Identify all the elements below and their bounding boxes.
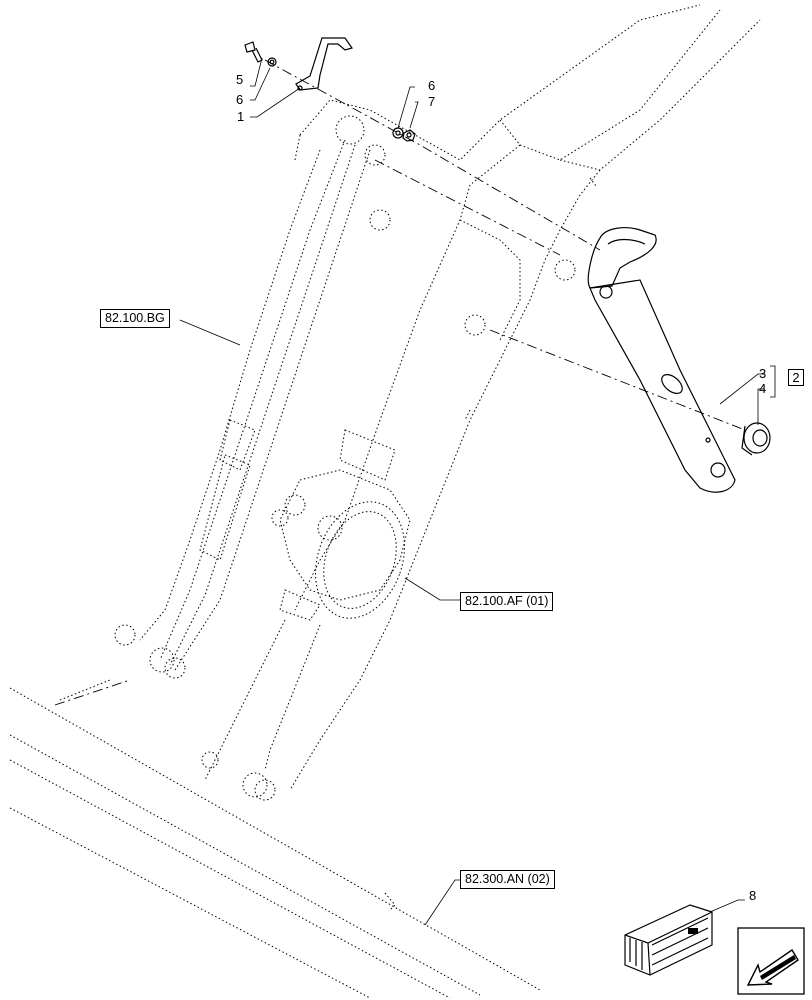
callout-4: 4 — [759, 381, 766, 396]
bolt-part — [244, 41, 263, 63]
reference-link-arm[interactable]: 82.100.BG — [100, 309, 170, 328]
previous-page-arrow-icon[interactable] — [737, 927, 805, 995]
callout-5: 5 — [236, 72, 243, 87]
plate-part — [295, 37, 353, 91]
callout-1: 1 — [237, 109, 244, 124]
frame-beam — [9, 679, 541, 999]
loader-boom — [201, 4, 761, 801]
callout-8: 8 — [749, 888, 756, 903]
washer-part-2 — [392, 127, 404, 139]
callout-6-right: 6 — [428, 78, 435, 93]
callout-6-left: 6 — [236, 92, 243, 107]
callout-3: 3 — [759, 366, 766, 381]
reference-frame[interactable]: 82.300.AN (02) — [460, 870, 555, 889]
nut-part — [402, 129, 416, 142]
bracket-part — [587, 227, 736, 493]
spacer-part — [741, 422, 771, 456]
link-arm — [114, 134, 371, 679]
reference-boom[interactable]: 82.100.AF (01) — [460, 592, 554, 611]
leader-lines — [179, 57, 776, 926]
callout-2-box: 2 — [788, 369, 804, 386]
callout-7: 7 — [428, 94, 435, 109]
assembly-centerlines — [54, 59, 746, 706]
crate-kit-icon — [624, 904, 713, 976]
